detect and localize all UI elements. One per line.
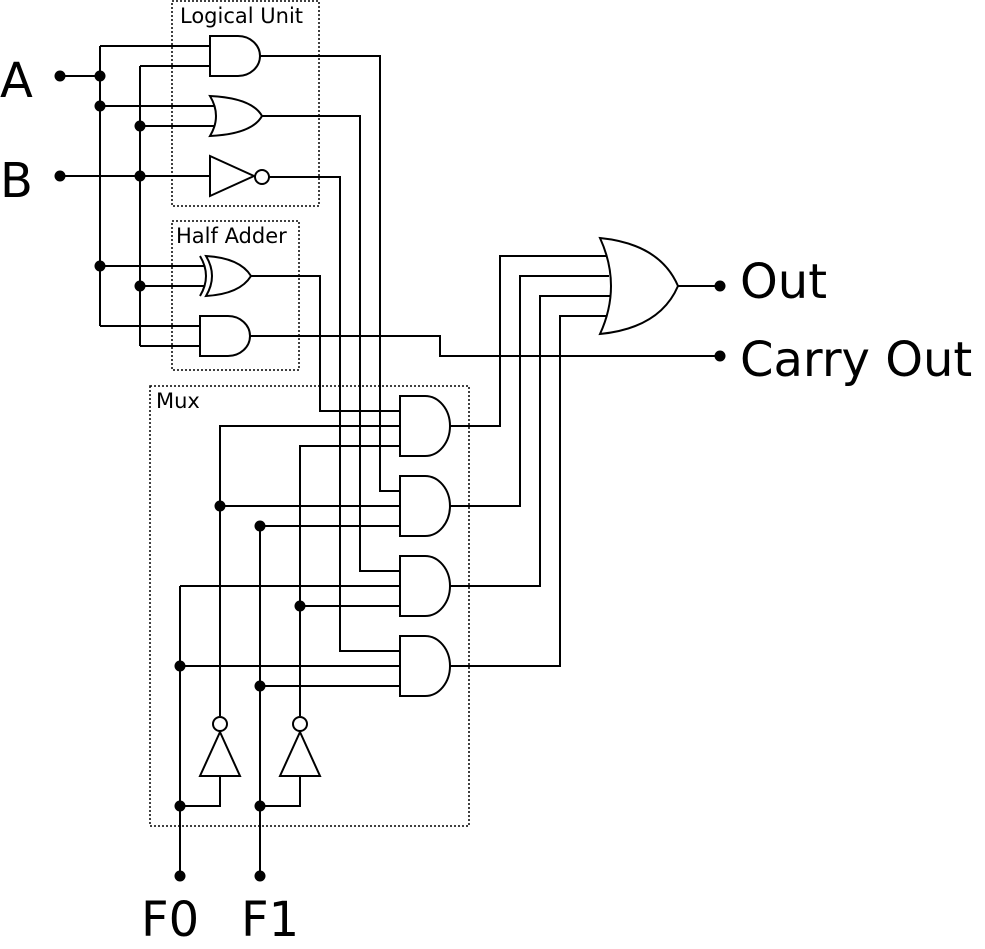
xor-input-curve <box>199 255 207 297</box>
output-out-label: Out <box>740 254 827 310</box>
mux-and-gate-4-icon <box>399 635 451 697</box>
not-gate-icon <box>209 154 257 198</box>
f1-inverter-icon <box>278 729 322 777</box>
select-wires <box>179 425 400 876</box>
logical-unit-label: Logical Unit <box>180 4 303 28</box>
input-a-label: A <box>0 53 33 109</box>
half-adder-label: Half Adder <box>176 224 287 248</box>
junction-dots <box>54 70 726 882</box>
mux-and-gate-3-icon <box>399 555 451 617</box>
mux-label: Mux <box>156 389 200 413</box>
output-or-gate-icon <box>598 236 680 336</box>
mux-and-gate-1-icon <box>399 395 451 457</box>
or-gate-icon <box>208 94 264 138</box>
mux-and-gate-2-icon <box>399 475 451 537</box>
half-adder-box <box>171 220 300 371</box>
logical-unit-box <box>171 0 320 207</box>
f1-inverter-bubble-icon <box>292 716 308 732</box>
input-f0-label: F0 <box>141 892 199 948</box>
mux-output-wires <box>450 255 720 667</box>
f0-inverter-icon <box>198 729 242 777</box>
output-carry-out-label: Carry Out <box>740 332 972 388</box>
unit-output-wires <box>250 55 720 652</box>
xor-gate-icon <box>204 254 253 298</box>
input-wires <box>60 45 214 347</box>
mux-box <box>149 385 470 827</box>
input-f1-label: F1 <box>241 892 299 948</box>
half-adder-and-gate-icon <box>199 315 251 357</box>
inverter-bubble-icon <box>254 169 270 185</box>
and-gate-icon <box>209 35 261 77</box>
input-b-label: B <box>0 153 33 209</box>
f0-inverter-bubble-icon <box>212 716 228 732</box>
